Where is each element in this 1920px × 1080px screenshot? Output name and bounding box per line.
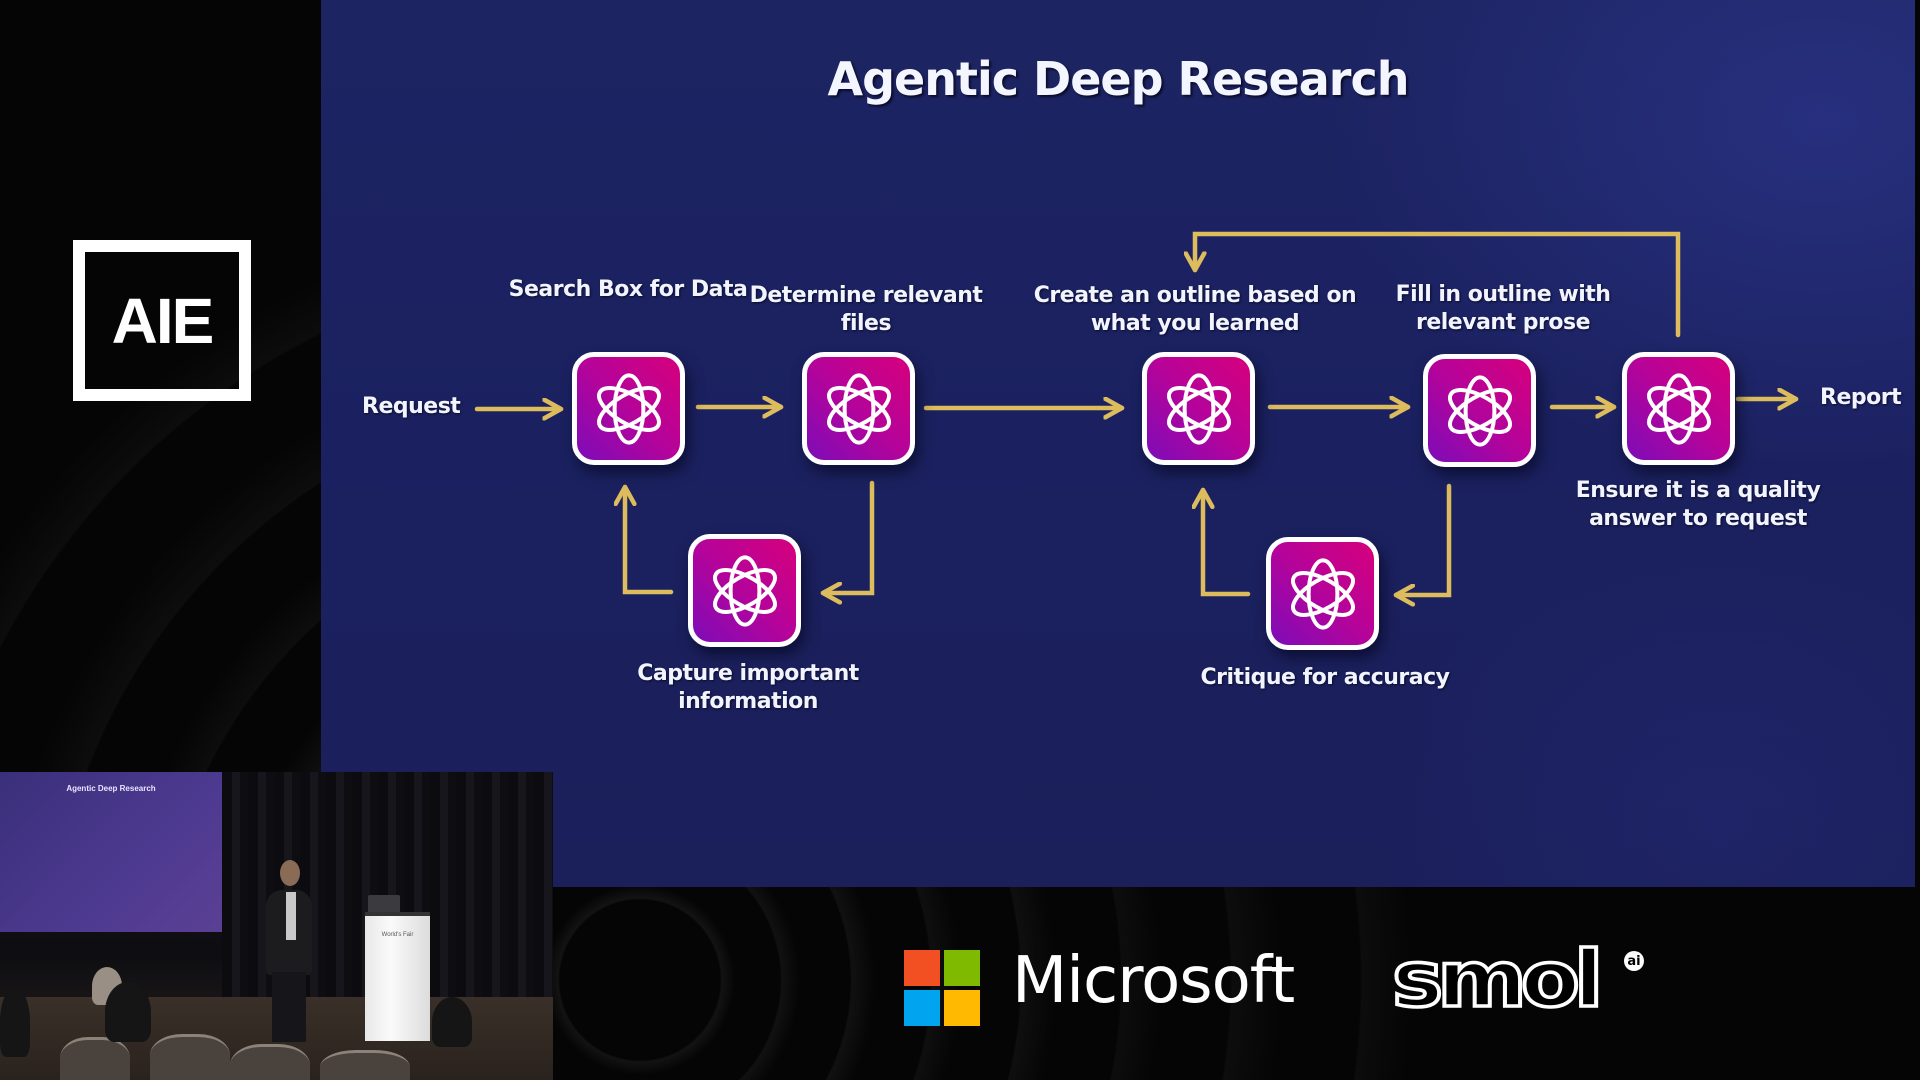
speaker-camera-feed: Agentic Deep Research World's Fair [0, 772, 553, 1080]
step-label-line: Ensure it is a quality [1575, 478, 1821, 503]
speaker-legs [272, 972, 306, 1042]
aie-logo-text: AIE [111, 284, 215, 357]
step-label-determine: Determine relevant files [750, 282, 983, 338]
audience-member [0, 987, 30, 1057]
podium-laptop [368, 895, 400, 914]
aie-logo: AIE [73, 240, 251, 401]
step-node-capture [688, 534, 801, 647]
step-label-line: answer to request [1589, 506, 1807, 531]
step-label-line: Create an outline based on [1033, 283, 1357, 308]
audience-chair [60, 1037, 130, 1080]
atom-icon [712, 554, 777, 627]
projection-title: Agentic Deep Research [66, 784, 156, 793]
smol-wordmark: smol [1390, 933, 1605, 1027]
audience-chair [150, 1034, 230, 1080]
step-label-search: Search Box for Data [509, 276, 748, 304]
atom-icon [1646, 372, 1711, 445]
step-label-capture: Capture important information [637, 660, 859, 716]
step-label-critique: Critique for accuracy [1201, 664, 1450, 692]
ms-square-green [944, 950, 980, 986]
audience-chair [230, 1044, 310, 1080]
podium-text: World's Fair [381, 932, 414, 938]
microsoft-wordmark: Microsoft [1012, 944, 1295, 1018]
speaker-head [280, 860, 300, 886]
atom-icon [596, 372, 661, 445]
step-node-search [572, 352, 685, 465]
ms-square-red [904, 950, 940, 986]
audience-member [432, 997, 472, 1047]
atom-icon [1166, 372, 1231, 445]
request-label: Request [362, 394, 461, 419]
audience-chair [320, 1050, 410, 1080]
report-label: Report [1820, 385, 1902, 410]
step-node-fill [1423, 354, 1536, 467]
atom-icon [826, 372, 891, 445]
podium: World's Fair [365, 912, 430, 1041]
atom-icon [1447, 374, 1512, 447]
step-label-ensure: Ensure it is a quality answer to request [1576, 477, 1821, 533]
step-node-outline [1142, 352, 1255, 465]
slide-title: Agentic Deep Research [827, 52, 1410, 106]
step-label-line: information [678, 689, 818, 714]
step-label-line: files [840, 311, 892, 336]
step-label-outline: Create an outline based on what you lear… [1033, 282, 1357, 338]
smol-ai-badge: ai [1624, 951, 1644, 971]
audience-member [105, 982, 151, 1042]
ms-square-blue [904, 990, 940, 1026]
atom-icon [1290, 557, 1355, 630]
step-label-line: what you learned [1090, 311, 1300, 336]
step-node-determine [802, 352, 915, 465]
step-node-critique [1266, 537, 1379, 650]
microsoft-logo-icon [904, 950, 981, 1027]
step-label-line: Capture important [637, 661, 859, 686]
stage-projection-screen: Agentic Deep Research [0, 772, 222, 932]
step-node-ensure [1622, 352, 1735, 465]
step-label-line: relevant prose [1416, 310, 1590, 335]
speaker-shirt [286, 892, 296, 940]
step-label-line: Fill in outline with [1395, 282, 1611, 307]
step-label-fill: Fill in outline with relevant prose [1396, 281, 1611, 337]
step-label-line: Search Box for Data [508, 277, 748, 302]
ms-square-yellow [944, 990, 980, 1026]
step-label-line: Critique for accuracy [1200, 665, 1450, 690]
step-label-line: Determine relevant [749, 283, 983, 308]
